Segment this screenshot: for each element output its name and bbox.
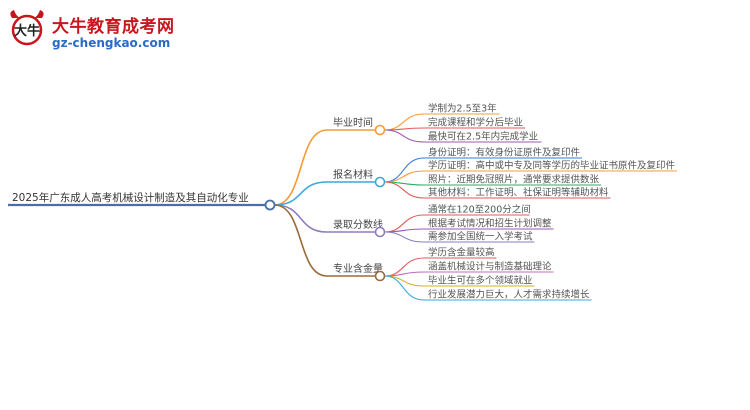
leaf-link xyxy=(384,129,425,143)
leaf-link xyxy=(384,275,425,301)
mindmap-links xyxy=(274,113,677,301)
bull-logo-icon: 大牛 xyxy=(10,10,44,46)
branch-topic: 报名材料 xyxy=(333,168,373,181)
branch-link xyxy=(274,204,328,233)
branch-link xyxy=(274,181,328,206)
leaf-topic: 通常在120至200分之间 xyxy=(428,204,531,216)
leaf-link xyxy=(384,157,425,183)
site-logo[interactable]: 大牛 大牛教育成考网 gz-chengkao.com xyxy=(4,6,184,56)
leaf-link xyxy=(384,170,425,183)
leaf-topic: 完成课程和学分后毕业 xyxy=(428,117,523,129)
root-topic: 2025年广东成人高考机械设计制造及其自动化专业 xyxy=(12,191,249,204)
branch-topic: 专业含金量 xyxy=(333,262,383,275)
branch-collapse-toggle[interactable] xyxy=(374,226,386,238)
leaf-topic: 其他材料：工作证明、社保证明等辅助材料 xyxy=(428,187,609,199)
leaf-link xyxy=(384,181,425,199)
leaf-topic: 根据考试情况和招生计划调整 xyxy=(428,218,552,230)
branch-collapse-toggle[interactable] xyxy=(374,270,386,282)
branch-topic: 录取分数线 xyxy=(333,218,383,231)
leaf-topic: 最快可在2.5年内完成学业 xyxy=(428,131,538,143)
branch-collapse-toggle[interactable] xyxy=(374,124,386,136)
leaf-topic: 学历含金量较高 xyxy=(428,247,495,259)
leaf-link xyxy=(384,228,425,233)
branch-link xyxy=(274,129,328,206)
branch-topic: 毕业时间 xyxy=(333,116,373,129)
leaf-topic: 涵盖机械设计与制造基础理论 xyxy=(428,261,552,273)
logo-mark-text: 大牛 xyxy=(14,23,40,39)
branch-link xyxy=(274,204,328,277)
leaf-topic: 需参加全国统一入学考试 xyxy=(428,231,533,243)
leaf-link xyxy=(384,275,425,287)
mindmap-nodes: 2025年广东成人高考机械设计制造及其自动化专业 毕业时间 学制为2.5至3年完成课… xyxy=(8,103,676,301)
logo-title: 大牛教育成考网 xyxy=(52,17,175,37)
leaf-topic: 照片：近期免冠照片，通常要求提供数张 xyxy=(428,174,600,186)
leaf-topic: 学历证明：高中或中专及同等学历的毕业证书原件及复印件 xyxy=(428,160,676,172)
leaf-link xyxy=(384,231,425,243)
leaf-topic: 行业发展潜力巨大，人才需求持续增长 xyxy=(428,289,590,301)
branch-collapse-toggle[interactable] xyxy=(374,176,386,188)
leaf-topic: 学制为2.5至3年 xyxy=(428,103,497,115)
leaf-link xyxy=(384,271,425,277)
root-collapse-toggle[interactable] xyxy=(264,199,276,211)
leaf-topic: 毕业生可在多个领域就业 xyxy=(428,275,533,287)
logo-url: gz-chengkao.com xyxy=(52,36,171,50)
leaf-topic: 身份证明：有效身份证原件及复印件 xyxy=(428,147,581,159)
